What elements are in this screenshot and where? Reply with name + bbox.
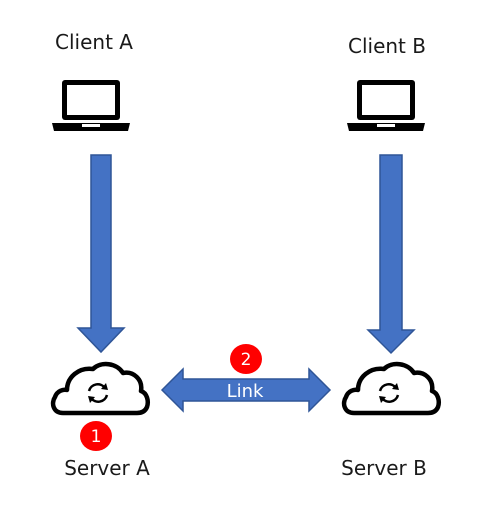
client-b-label: Client B [348, 34, 426, 58]
client-b-to-server-b-arrow [366, 154, 416, 355]
client-a-label: Client A [55, 30, 133, 54]
server-link-arrow [160, 367, 332, 413]
client-a-to-server-a-arrow [76, 154, 126, 354]
server-b-label: Server B [341, 456, 427, 480]
server-b-cloud-sync-icon [341, 361, 441, 416]
svg-text:1: 1 [91, 427, 102, 447]
svg-text:2: 2 [241, 350, 252, 370]
server-a-cloud-sync-icon [50, 361, 150, 416]
server-a-label: Server A [64, 456, 150, 480]
client-a-laptop-icon [52, 80, 130, 131]
client-b-laptop-icon [347, 80, 425, 131]
link-label: Link [227, 381, 264, 402]
link-badge: 2 [230, 344, 262, 374]
server-a-badge: 1 [80, 421, 112, 451]
